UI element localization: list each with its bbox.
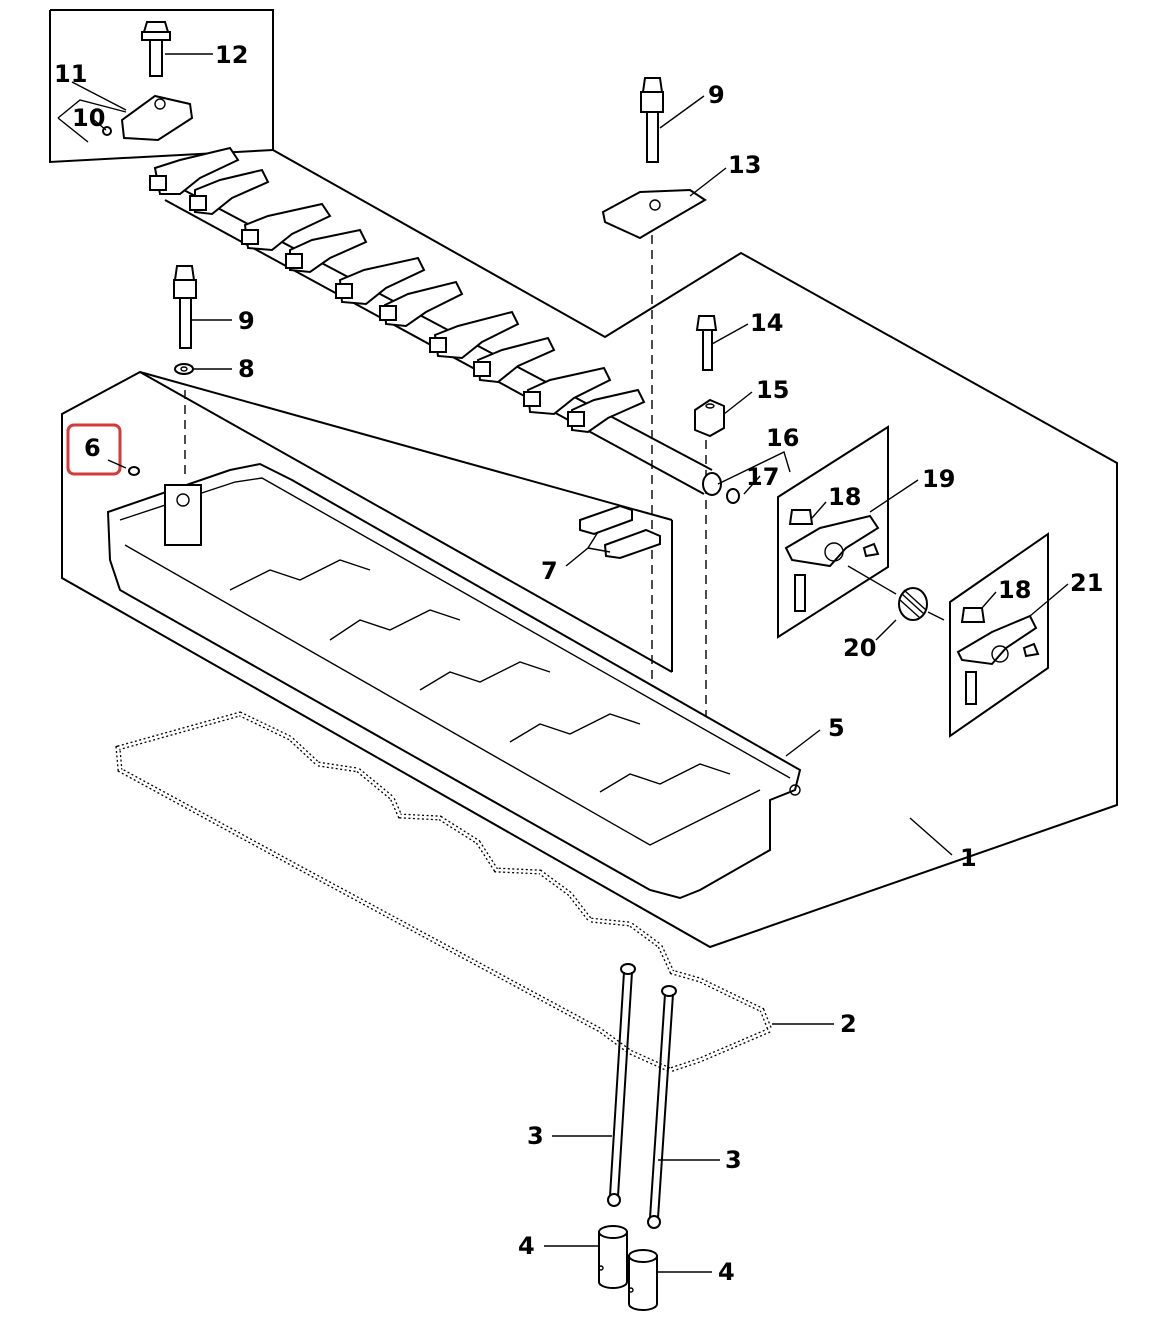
- callout-3-right: 3: [725, 1146, 742, 1174]
- bolt-14: [695, 315, 718, 371]
- valve-cover-5: [106, 462, 802, 900]
- callout-7: 7: [541, 557, 558, 585]
- rocker-arm-21: [956, 607, 1040, 705]
- bolt-9-lower: [173, 265, 197, 349]
- callout-11: 11: [54, 60, 87, 88]
- callout-5: 5: [828, 714, 845, 742]
- callout-4-left: 4: [518, 1232, 535, 1260]
- rocker-shaft-frame: [50, 9, 1118, 949]
- callout-8: 8: [238, 355, 255, 383]
- baffle-7: [579, 504, 661, 560]
- washer-8: [174, 363, 194, 375]
- callout-12: 12: [215, 41, 248, 69]
- gasket-2: [115, 711, 774, 1073]
- bolt-12: [141, 21, 171, 77]
- callout-1: 1: [960, 844, 977, 872]
- callout-18-upper: 18: [828, 483, 861, 511]
- callout-19: 19: [922, 465, 955, 493]
- top-left-frame: [49, 10, 274, 164]
- rocker-19-frame: [777, 425, 889, 639]
- block-15: [694, 398, 725, 438]
- callout-3-left: 3: [527, 1122, 544, 1150]
- leader-20-21: [927, 611, 945, 621]
- bolt-9-upper: [640, 77, 664, 163]
- clamp-11: [102, 94, 194, 142]
- callout-15: 15: [756, 376, 789, 404]
- callout-6: 6: [84, 434, 101, 462]
- tappet-4a: [598, 1225, 628, 1289]
- rocker-arm-19: [784, 509, 880, 612]
- callout-17: 17: [746, 463, 779, 491]
- push-rod-3a: [607, 963, 636, 1207]
- callout-18-lower: 18: [998, 576, 1031, 604]
- seal-6: [128, 466, 140, 476]
- highlight-box-6: [66, 423, 122, 476]
- callout-16: 16: [766, 424, 799, 452]
- spring-20: [898, 587, 928, 621]
- callout-4-right: 4: [718, 1258, 735, 1286]
- leader-lines: [57, 53, 1069, 1273]
- ring-17: [726, 488, 740, 504]
- callout-20: 20: [843, 634, 876, 662]
- callout-9-lower: 9: [238, 307, 255, 335]
- bracket-13: [601, 188, 707, 240]
- callout-21: 21: [1070, 569, 1103, 597]
- leader-19-20: [847, 565, 897, 595]
- callout-13: 13: [728, 151, 761, 179]
- callout-14: 14: [750, 309, 783, 337]
- tappet-4b: [628, 1249, 658, 1311]
- rocker-shaft-assembly: [149, 146, 722, 496]
- push-rod-3b: [647, 985, 677, 1229]
- callout-10: 10: [72, 104, 105, 132]
- callout-9-upper: 9: [708, 81, 725, 109]
- rocker-21-frame: [949, 532, 1049, 738]
- callout-2: 2: [840, 1010, 857, 1038]
- baffle-frame-top: [139, 371, 673, 521]
